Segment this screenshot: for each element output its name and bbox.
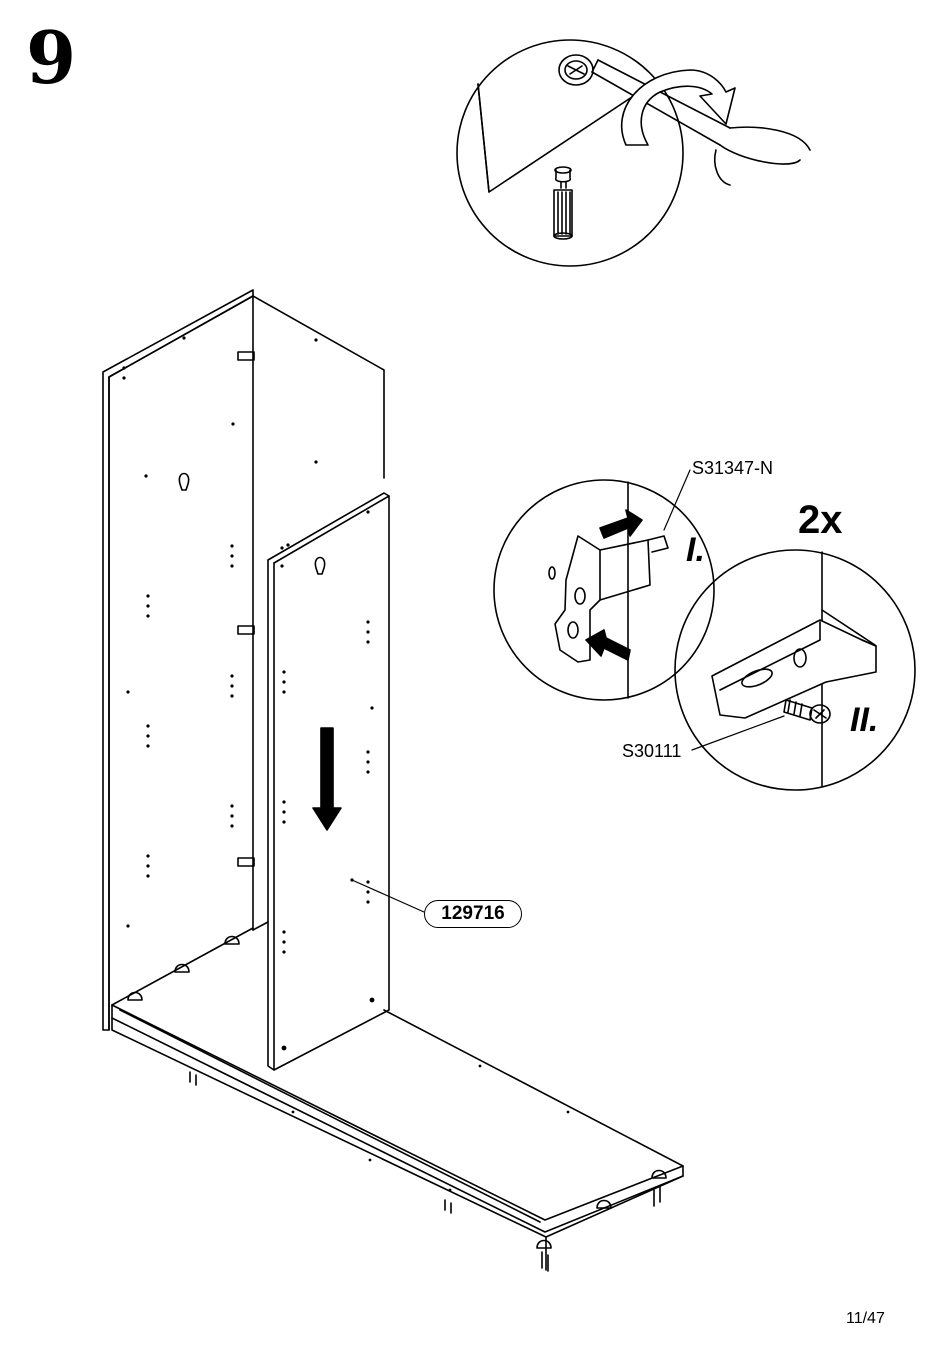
screwdriver-detail-circle [457, 40, 810, 266]
sub-step-label-2: II. [850, 702, 878, 738]
cam-detail-circle-1 [494, 470, 714, 700]
cam-detail-circle-2 [675, 550, 915, 790]
page-number: 11/47 [846, 1310, 885, 1328]
sub-step-label-1: I. [686, 532, 705, 568]
quantity-label: 2x [798, 498, 843, 542]
part-label-cam-fitting: S31347-N [692, 458, 773, 479]
hole-markers [122, 336, 569, 1191]
cabinet-assembly [103, 290, 683, 1271]
panel-part-badge: 129716 [424, 900, 522, 928]
step-number: 9 [26, 22, 76, 94]
part-label-screw: S30111 [622, 741, 681, 762]
